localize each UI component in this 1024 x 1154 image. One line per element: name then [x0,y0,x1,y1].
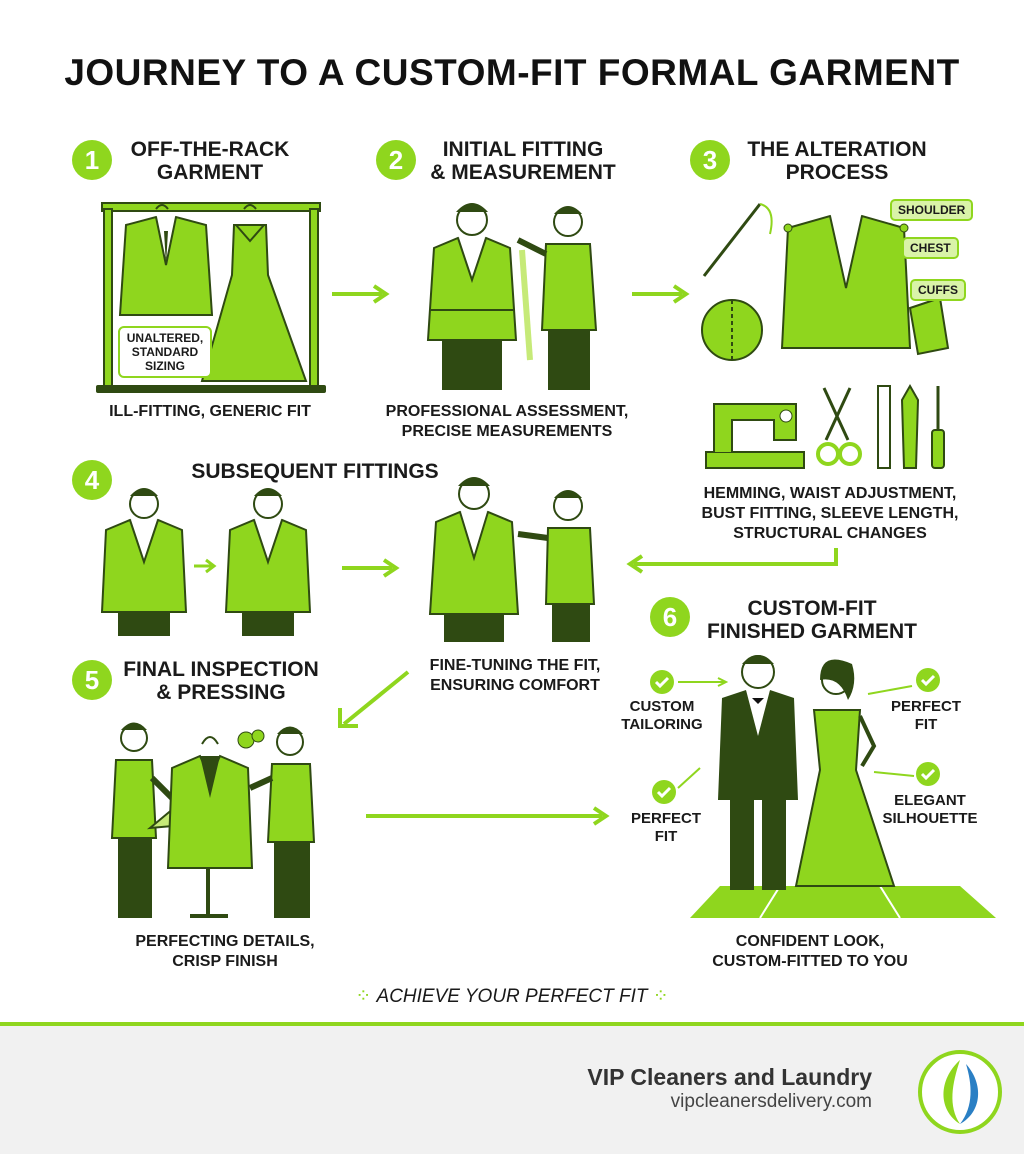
step-6-badge: 6 [650,597,690,637]
step-5-title: FINAL INSPECTION & PRESSING [123,658,319,704]
arrow-right-icon [342,558,400,578]
pressing-illustration [110,722,316,918]
arrow-left-icon [626,548,838,574]
measurement-illustration [426,203,598,390]
step-5-caption: PERFECTING DETAILS, CRISP FINISH [135,933,315,970]
check-pointer [650,670,729,694]
cta-text: ⁘ ACHIEVE YOUR PERFECT FIT ⁘ [0,985,1024,1008]
garment-rack-illustration [96,202,326,393]
tag-cuffs: CUFFS [910,279,966,301]
label-elegant-silhouette: ELEGANT SILHOUETTE [882,792,978,827]
label-perfect-fit-left: PERFECT FIT [630,810,701,845]
step-3-badge: 3 [690,140,730,180]
website-link[interactable]: vipcleanersdelivery.com [670,1091,872,1112]
step-2-title: INITIAL FITTING & MEASUREMENT [430,138,616,184]
check-icon [652,767,701,804]
step-6-caption: CONFIDENT LOOK, CUSTOM-FITTED TO YOU [712,933,908,970]
step-1-badge: 1 [72,140,112,180]
step-3-caption: HEMMING, WAIST ADJUSTMENT, BUST FITTING,… [701,485,959,542]
arrow-right-icon [366,806,610,826]
alteration-jacket-illustration [701,203,950,361]
fitting-comparison-illustration [100,488,312,636]
step-1-title: OFF-THE-RACK GARMENT [130,138,290,184]
label-custom-tailoring: CUSTOM TAILORING [621,698,703,733]
step-5-badge: 5 [72,660,112,700]
label-perfect-fit-right: PERFECT FIT [890,698,961,733]
brand-logo-icon [918,1050,1002,1134]
step-2-caption: PROFESSIONAL ASSESSMENT, PRECISE MEASURE… [385,403,629,440]
sparkle-right-icon: ⁘ [647,986,669,1007]
arrow-right-icon [632,284,690,304]
step-1-caption: ILL-FITTING, GENERIC FIT [109,403,311,420]
check-icon [867,668,940,695]
tag-shoulder: SHOULDER [890,199,974,221]
step-4-title: SUBSEQUENT FITTINGS [191,460,439,483]
arrow-down-left-icon [338,670,410,728]
check-icon [873,762,940,786]
finished-couple-illustration [690,655,996,919]
step-6-title: CUSTOM-FIT FINISHED GARMENT [707,597,917,643]
footer-divider [0,1022,1024,1026]
brand-name: VIP Cleaners and Laundry [587,1064,872,1090]
arrow-right-icon [332,284,390,304]
step-4-badge: 4 [72,460,112,500]
step-4-caption: FINE-TUNING THE FIT, ENSURING COMFORT [429,657,601,694]
fine-tuning-illustration [428,477,596,642]
cta-label: ACHIEVE YOUR PERFECT FIT [376,986,648,1007]
sparkle-left-icon: ⁘ [355,986,377,1007]
tailoring-tools-illustration [705,383,945,469]
infographic-title: JOURNEY TO A CUSTOM-FIT FORMAL GARMENT [64,52,960,93]
step-3-title: THE ALTERATION PROCESS [747,138,927,184]
tag-chest: CHEST [902,237,959,259]
step-2-badge: 2 [376,140,416,180]
unaltered-sizing-note: UNALTERED, STANDARD SIZING [118,326,212,378]
footer-band [0,1026,1024,1154]
